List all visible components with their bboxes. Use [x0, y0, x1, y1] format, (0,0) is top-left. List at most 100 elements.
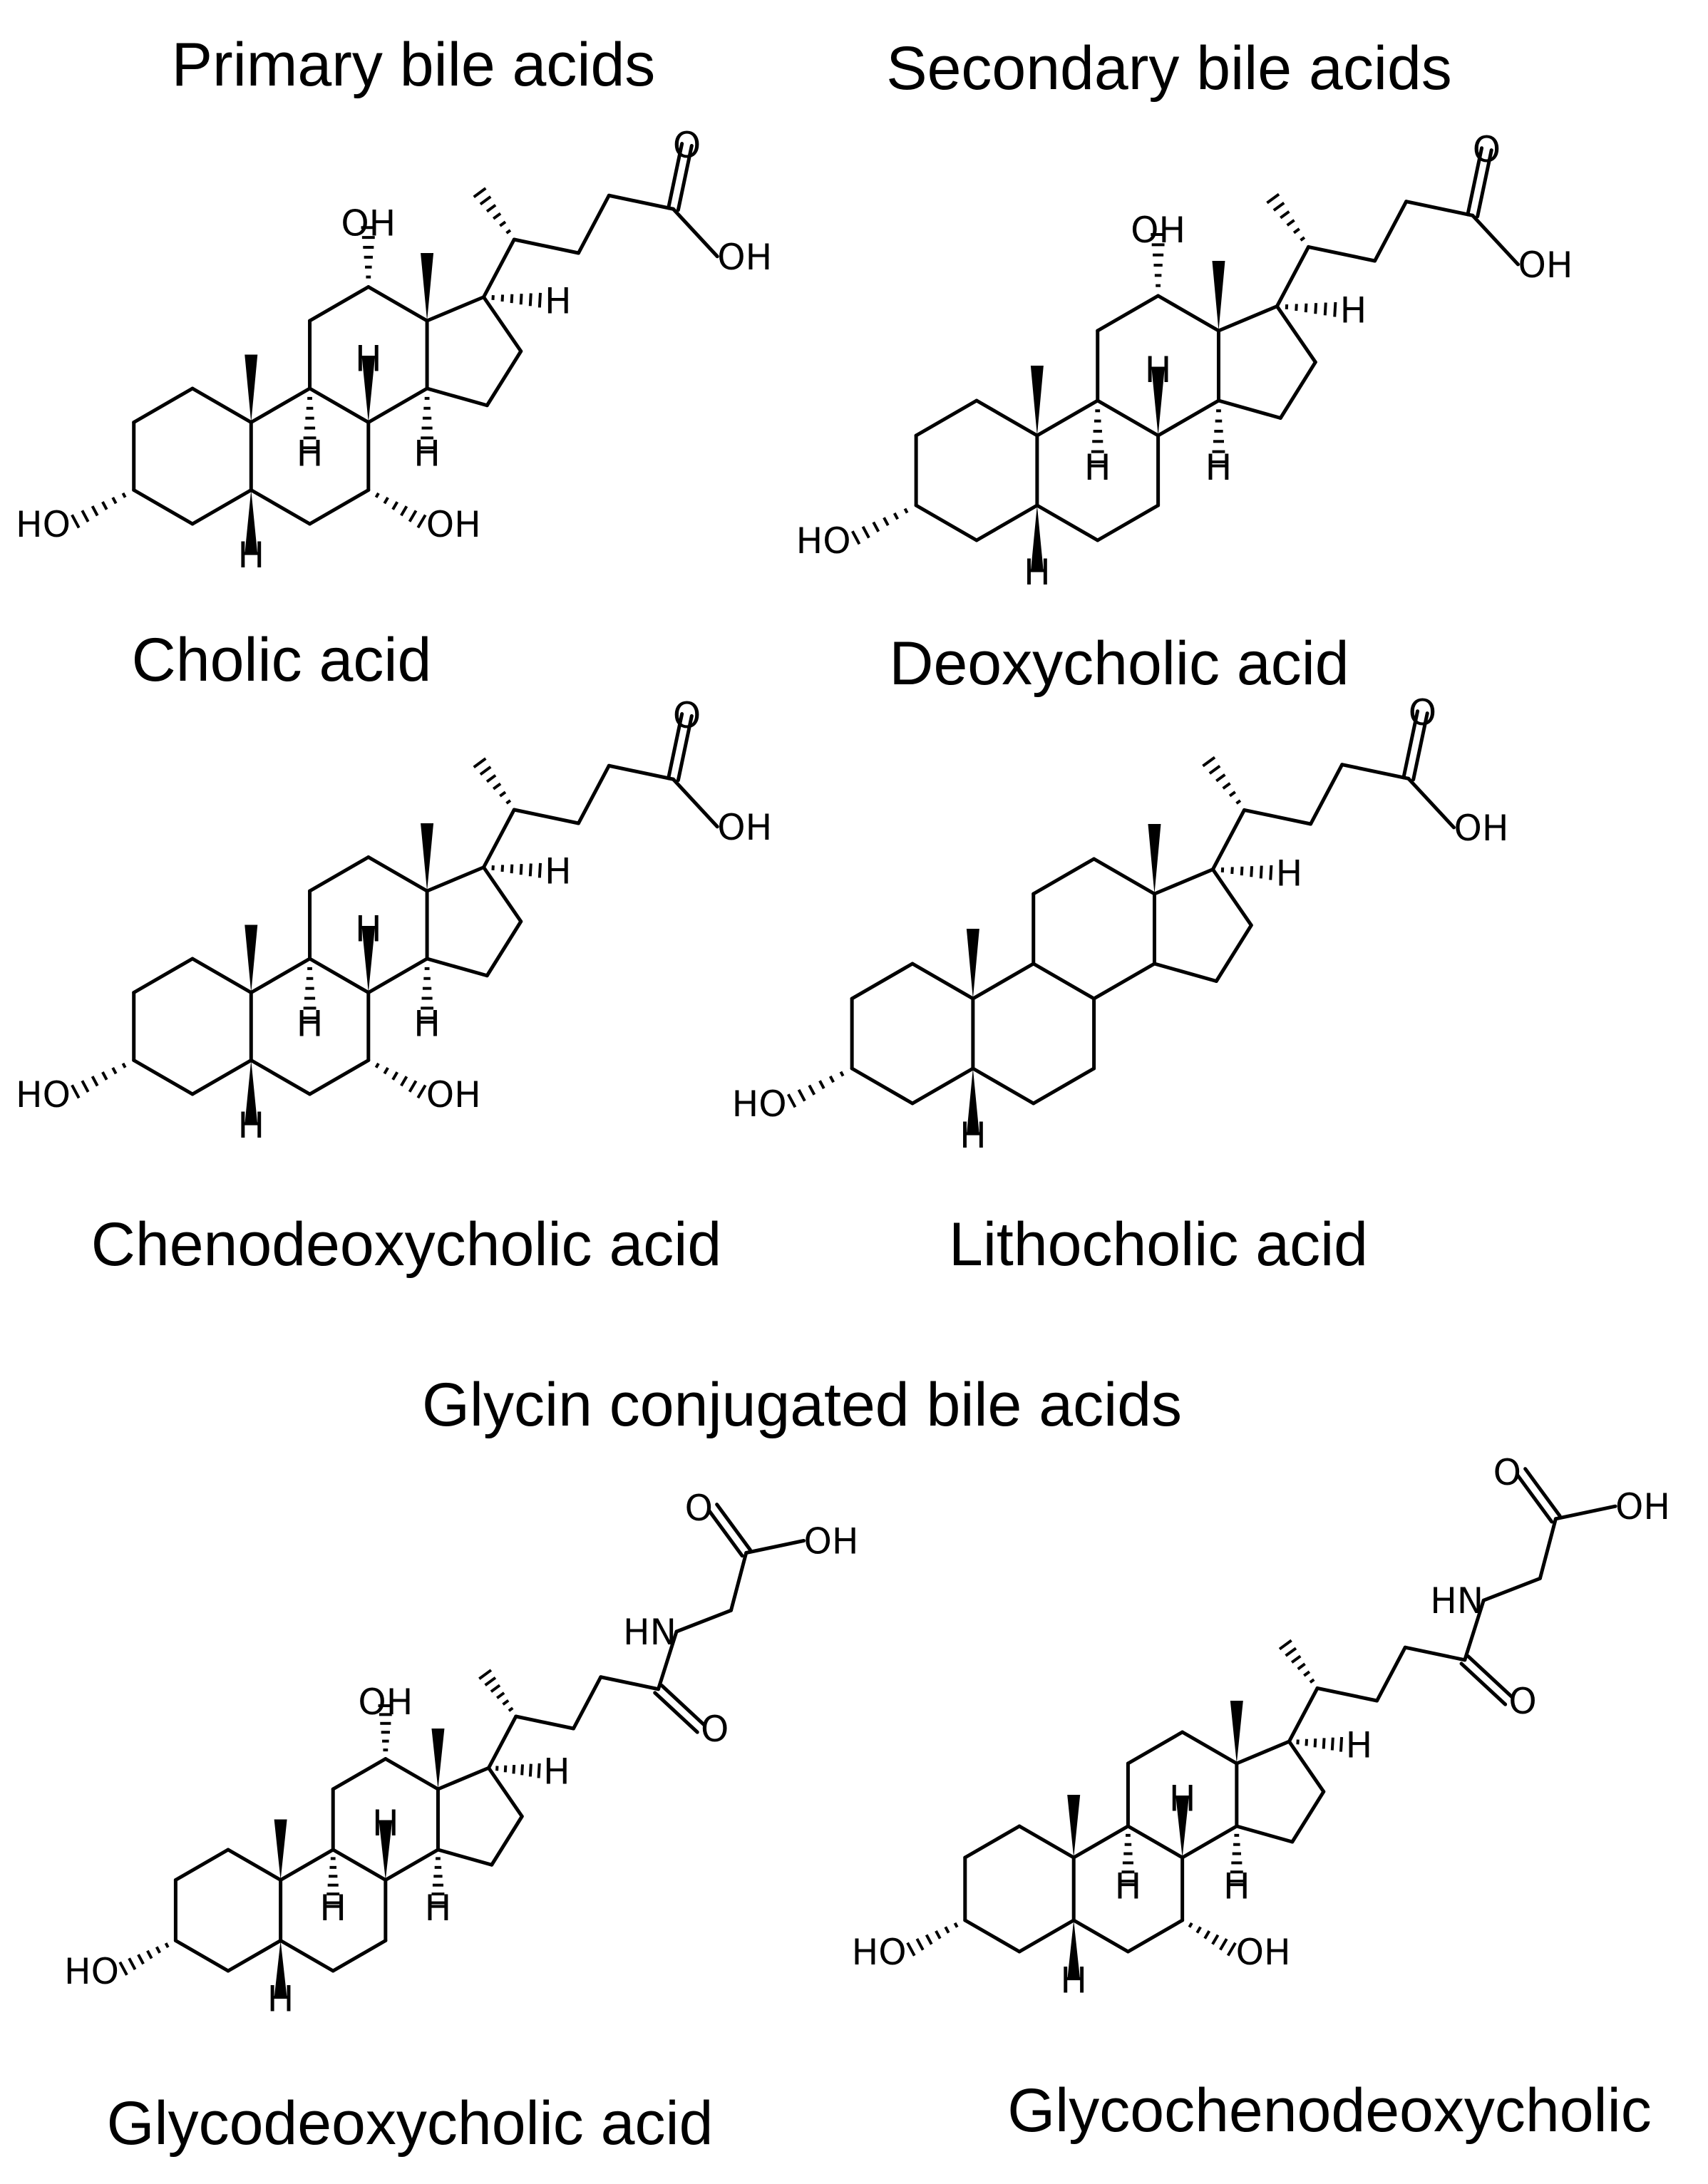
bond	[1032, 962, 1096, 1001]
bond	[1375, 1645, 1407, 1703]
acid-hydroxyl-label: OH	[717, 237, 772, 278]
bond	[1309, 763, 1344, 826]
hash-mark	[496, 1691, 505, 1699]
bond	[1216, 398, 1282, 420]
hash-mark	[81, 510, 90, 522]
hydroxyl-label: HO	[64, 1951, 119, 1992]
hash-mark	[383, 496, 389, 505]
acid-hydroxyl-label: OH	[1518, 244, 1573, 286]
bond	[729, 1551, 748, 1612]
hash-mark	[797, 1088, 806, 1102]
hash-mark	[519, 294, 523, 305]
bond	[1373, 200, 1409, 263]
h-atom: H	[1169, 1778, 1196, 1819]
hydroxyl-label: OH	[341, 202, 396, 244]
hash-mark	[861, 525, 870, 539]
bond	[425, 295, 485, 323]
bond	[1278, 360, 1317, 420]
hash-mark	[91, 505, 99, 517]
wedge-bond	[1175, 1798, 1189, 1858]
lithocholic-acid-name: Lithocholic acid	[949, 1210, 1368, 1279]
bond	[1152, 962, 1218, 983]
deoxycholic-acid-name: Deoxycholic acid	[889, 629, 1349, 698]
hash-mark	[872, 521, 880, 532]
bond	[1290, 1790, 1326, 1844]
wedge-bond	[1030, 366, 1044, 436]
bond	[482, 295, 523, 354]
bond	[1017, 1918, 1076, 1954]
h-atom: H	[237, 535, 264, 576]
hash-mark	[408, 510, 418, 522]
acid-hydroxyl-label: OH	[717, 807, 772, 848]
bond	[308, 855, 371, 893]
bond	[366, 386, 429, 424]
hydroxyl-label: HO	[732, 1083, 787, 1125]
hash-mark	[1278, 1639, 1292, 1651]
hash-mark	[71, 1084, 81, 1099]
bond	[308, 285, 371, 323]
bond	[850, 1066, 915, 1106]
wedge-bond	[1151, 369, 1165, 436]
hash-mark	[473, 757, 487, 768]
bond	[914, 503, 979, 542]
bond	[1156, 294, 1220, 333]
hash-mark	[1230, 867, 1234, 875]
bond	[1180, 1824, 1239, 1860]
hash-mark	[1285, 1647, 1297, 1657]
glycochenodeoxycholic-name: Glycochenodeoxycholic	[1007, 2076, 1652, 2145]
bond	[190, 488, 253, 526]
h-atom: H	[545, 851, 572, 892]
oxygen-label: O	[673, 695, 701, 736]
hash-mark	[1203, 1930, 1211, 1940]
hash-mark	[839, 1071, 845, 1077]
bond	[190, 1058, 253, 1096]
wedge-bond	[245, 1060, 258, 1125]
bond	[384, 1848, 440, 1882]
bond	[487, 1766, 524, 1818]
amine-label: HN	[623, 1612, 676, 1653]
hash-mark	[391, 1071, 399, 1081]
h-atom: H	[1060, 1960, 1087, 2002]
hash-mark	[1235, 799, 1242, 805]
hash-mark	[519, 864, 523, 875]
bond	[132, 1058, 195, 1096]
h-atom: H	[545, 281, 572, 322]
hydroxyl-label: HO	[852, 1932, 907, 1973]
h-atom: H	[319, 1887, 346, 1929]
hash-mark	[121, 492, 127, 498]
hash-mark	[503, 1765, 508, 1773]
bond	[577, 193, 611, 255]
hash-mark	[1297, 1662, 1306, 1671]
hash-mark	[1215, 773, 1226, 783]
h-atom: H	[1205, 447, 1233, 488]
hash-mark	[499, 790, 507, 798]
wedge-bond	[421, 253, 434, 321]
bond	[971, 962, 1036, 1001]
bond	[1481, 1576, 1542, 1602]
h-atom: H	[1223, 1866, 1250, 1907]
hash-mark	[1292, 227, 1300, 235]
hash-mark	[1222, 782, 1231, 790]
hash-mark	[505, 229, 512, 235]
hash-mark	[155, 1946, 161, 1954]
wedge-bond	[1030, 505, 1044, 572]
bond	[512, 237, 580, 255]
wedge-bond	[431, 1729, 445, 1789]
hash-mark	[925, 1934, 933, 1945]
bond	[1156, 398, 1220, 438]
hash-mark	[1259, 865, 1263, 879]
h-atom: H	[960, 1115, 987, 1156]
hash-mark	[787, 1093, 797, 1108]
hash-mark	[1333, 302, 1337, 317]
hash-mark	[528, 863, 533, 877]
hydroxyl-label: HO	[16, 504, 71, 545]
bond	[599, 1675, 660, 1691]
bond	[676, 714, 694, 783]
hash-mark	[492, 212, 502, 220]
bond	[1214, 923, 1253, 983]
bond	[1126, 1824, 1185, 1860]
hash-mark	[473, 187, 487, 198]
bond	[308, 1058, 371, 1096]
bond	[485, 349, 523, 408]
oxygen-label: O	[673, 125, 701, 166]
